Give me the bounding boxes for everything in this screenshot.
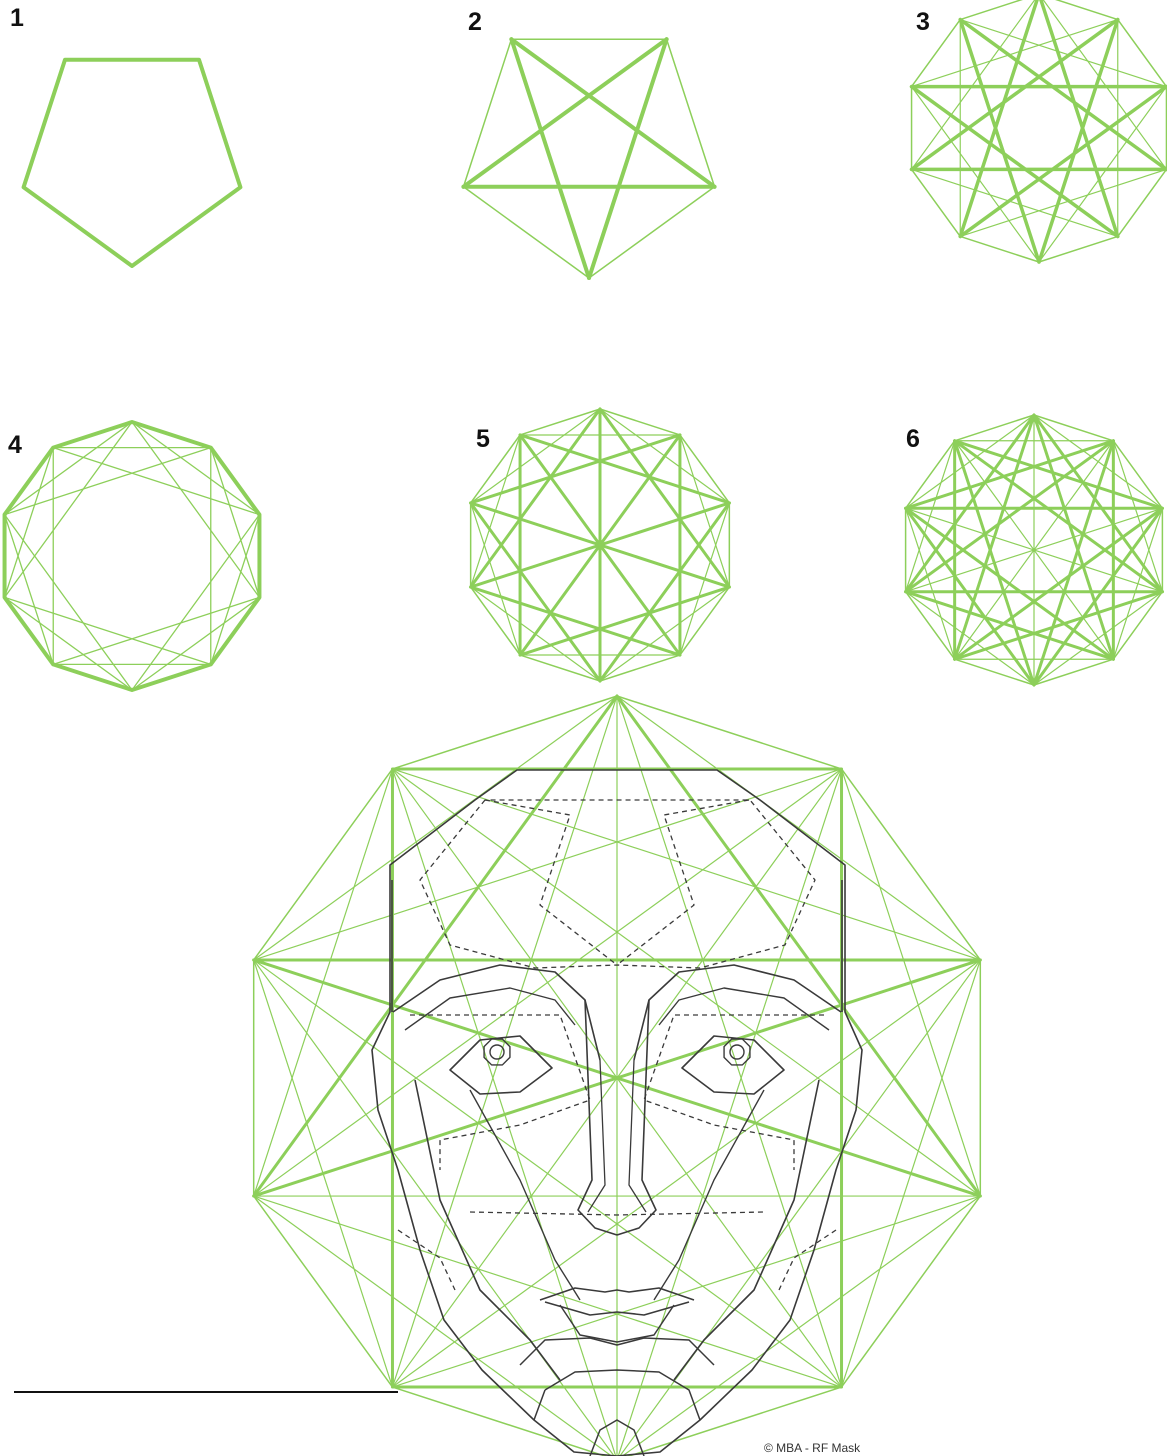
diagonal-line [132, 515, 259, 690]
iris-left [484, 1039, 510, 1065]
star-line [960, 0, 1039, 236]
figure-3-decagon-stars [912, 0, 1167, 262]
diagonal-line [5, 515, 132, 690]
diagonal-line [5, 448, 211, 515]
diagonal-line [5, 597, 211, 664]
star-line [617, 696, 980, 1196]
diagonal-line [912, 0, 1039, 169]
diagonal-line [960, 20, 1166, 87]
forehead-dashed [485, 800, 617, 965]
forehead-dashed [617, 800, 749, 965]
diagonal-line [132, 422, 259, 597]
star-line [912, 87, 1118, 237]
diagonal-line [132, 422, 259, 515]
diagonal-line [912, 169, 1118, 236]
figure-number-2: 2 [468, 10, 482, 35]
diagonal-line [511, 39, 714, 187]
diagonal-line [254, 1196, 617, 1456]
diagonal-line [211, 448, 260, 598]
figure-number-1: 1 [10, 6, 24, 31]
baseline-rule [14, 1391, 398, 1393]
copyright-credit: © MBA - RF Mask [764, 1441, 860, 1455]
diagonal-line [254, 769, 842, 960]
diagonal-line [589, 39, 667, 278]
star-line [912, 20, 1118, 170]
diagonal-line [617, 960, 980, 1456]
diagonal-line [5, 448, 54, 598]
star-line [960, 20, 1039, 262]
diagonal-line [5, 597, 132, 690]
figure-number-4: 4 [8, 433, 22, 458]
star-line [960, 87, 1166, 237]
diagonal-line [132, 597, 259, 690]
figure-1-pentagon [24, 60, 241, 266]
diagonal-line [5, 422, 132, 597]
diagonal-line [1039, 0, 1166, 169]
diagonal-line [463, 39, 666, 187]
decagon-outline [5, 422, 260, 690]
chin-side [534, 1390, 545, 1420]
figure-2-pentagram [463, 39, 714, 278]
figure-5-decagon [471, 409, 730, 681]
star-line [960, 20, 1166, 170]
diagonal-line [254, 960, 617, 1456]
pentagon-outline [24, 60, 241, 266]
star-line [1039, 20, 1118, 262]
diagonal-line [211, 515, 260, 665]
iris-right [724, 1039, 750, 1065]
cheek-left [415, 1080, 560, 1380]
figure-6-decagon [906, 415, 1163, 685]
diagonal-line [5, 515, 54, 665]
diagonal-line [5, 422, 132, 515]
diagonal-line [511, 39, 589, 278]
figure-number-6: 6 [906, 427, 920, 452]
diagonal-line [392, 769, 980, 960]
diagonal-line [1039, 87, 1166, 262]
diagonal-line [960, 169, 1166, 236]
figure-number-3: 3 [916, 10, 930, 35]
decagon-outline [912, 0, 1167, 262]
figure-number-5: 5 [476, 427, 490, 452]
diagonal-line [53, 448, 259, 515]
cheek-right [674, 1080, 819, 1380]
star-line [1039, 0, 1118, 236]
diagonal-line [53, 597, 259, 664]
figure-4-decagon [5, 422, 260, 690]
diagonal-line [912, 87, 1039, 262]
diagonal-line [912, 20, 1118, 87]
diagonal-line [617, 1196, 980, 1456]
star-line [254, 696, 617, 1196]
